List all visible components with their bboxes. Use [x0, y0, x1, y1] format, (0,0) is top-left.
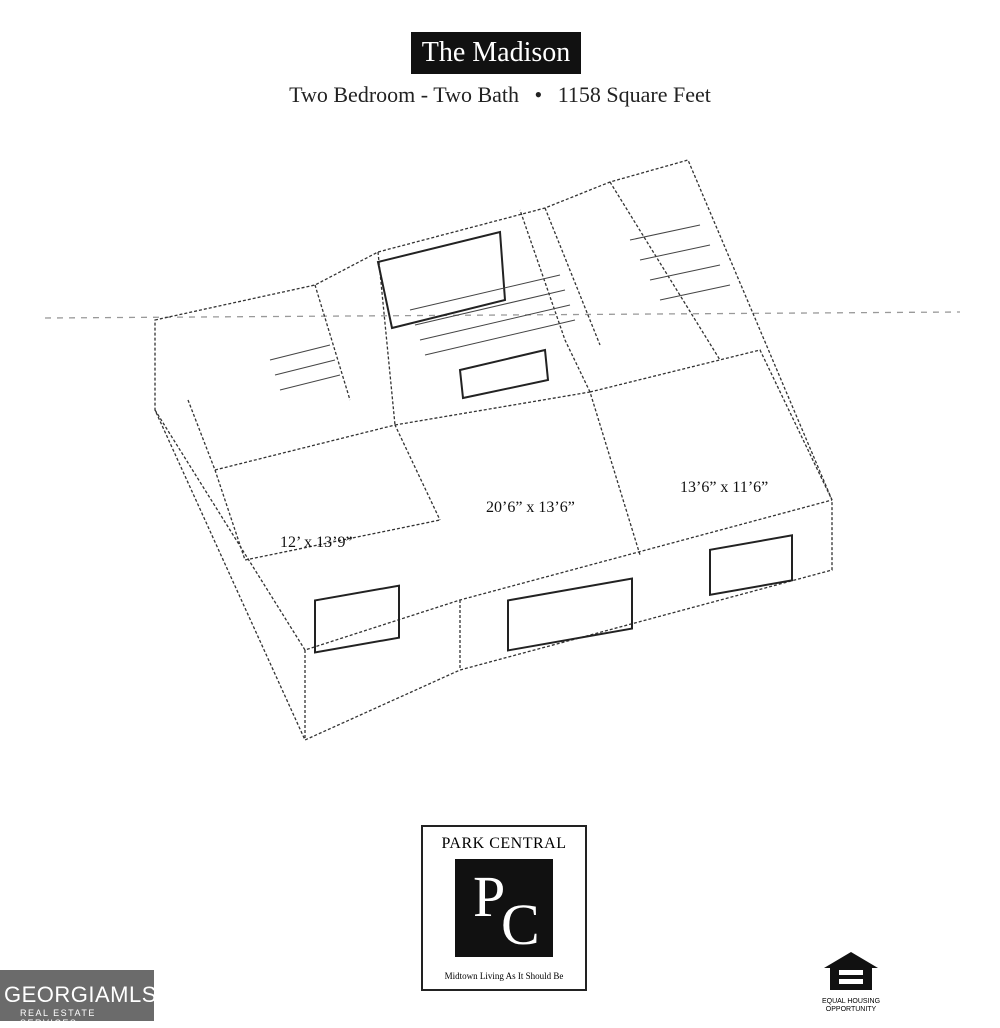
logo-monogram: P C	[455, 859, 553, 957]
house-icon	[824, 952, 878, 990]
window-living	[507, 577, 633, 652]
separator-dot: •	[534, 82, 543, 107]
square-feet-text: 1158 Square Feet	[557, 82, 711, 107]
bedroom2-dimensions: 13’6” x 11’6”	[680, 479, 768, 496]
georgia-mls-watermark: GEORGIAMLS REAL ESTATE SERVICES	[0, 970, 157, 1028]
window-bedroom2	[709, 534, 793, 596]
plan-title: The Madison	[411, 32, 581, 74]
logo-name: PARK CENTRAL	[441, 835, 567, 852]
gmls-sub: REAL ESTATE SERVICES	[20, 1008, 96, 1028]
apartment-outline	[154, 159, 833, 741]
plan-subtitle: Two Bedroom - Two Bath • 1158 Square Fee…	[0, 82, 1000, 108]
bed-bath-text: Two Bedroom - Two Bath	[289, 82, 520, 107]
monogram-p: P	[473, 864, 506, 929]
window-bedroom1	[314, 584, 400, 654]
gmls-brand: GEORGIAMLS	[4, 982, 157, 1007]
living-dimensions: 20’6” x 13’6”	[486, 499, 575, 516]
equal-housing-logo: EQUAL HOUSING OPPORTUNITY	[818, 950, 884, 1016]
eho-text: EQUAL HOUSING OPPORTUNITY	[821, 998, 881, 1013]
logo-tagline: Midtown Living As It Should Be	[444, 971, 564, 981]
monogram-c: C	[501, 892, 540, 957]
park-central-logo: PARK CENTRAL P C Midtown Living As It Sh…	[421, 825, 587, 991]
bedroom1-dimensions: 12’ x 13’9”	[280, 534, 353, 551]
